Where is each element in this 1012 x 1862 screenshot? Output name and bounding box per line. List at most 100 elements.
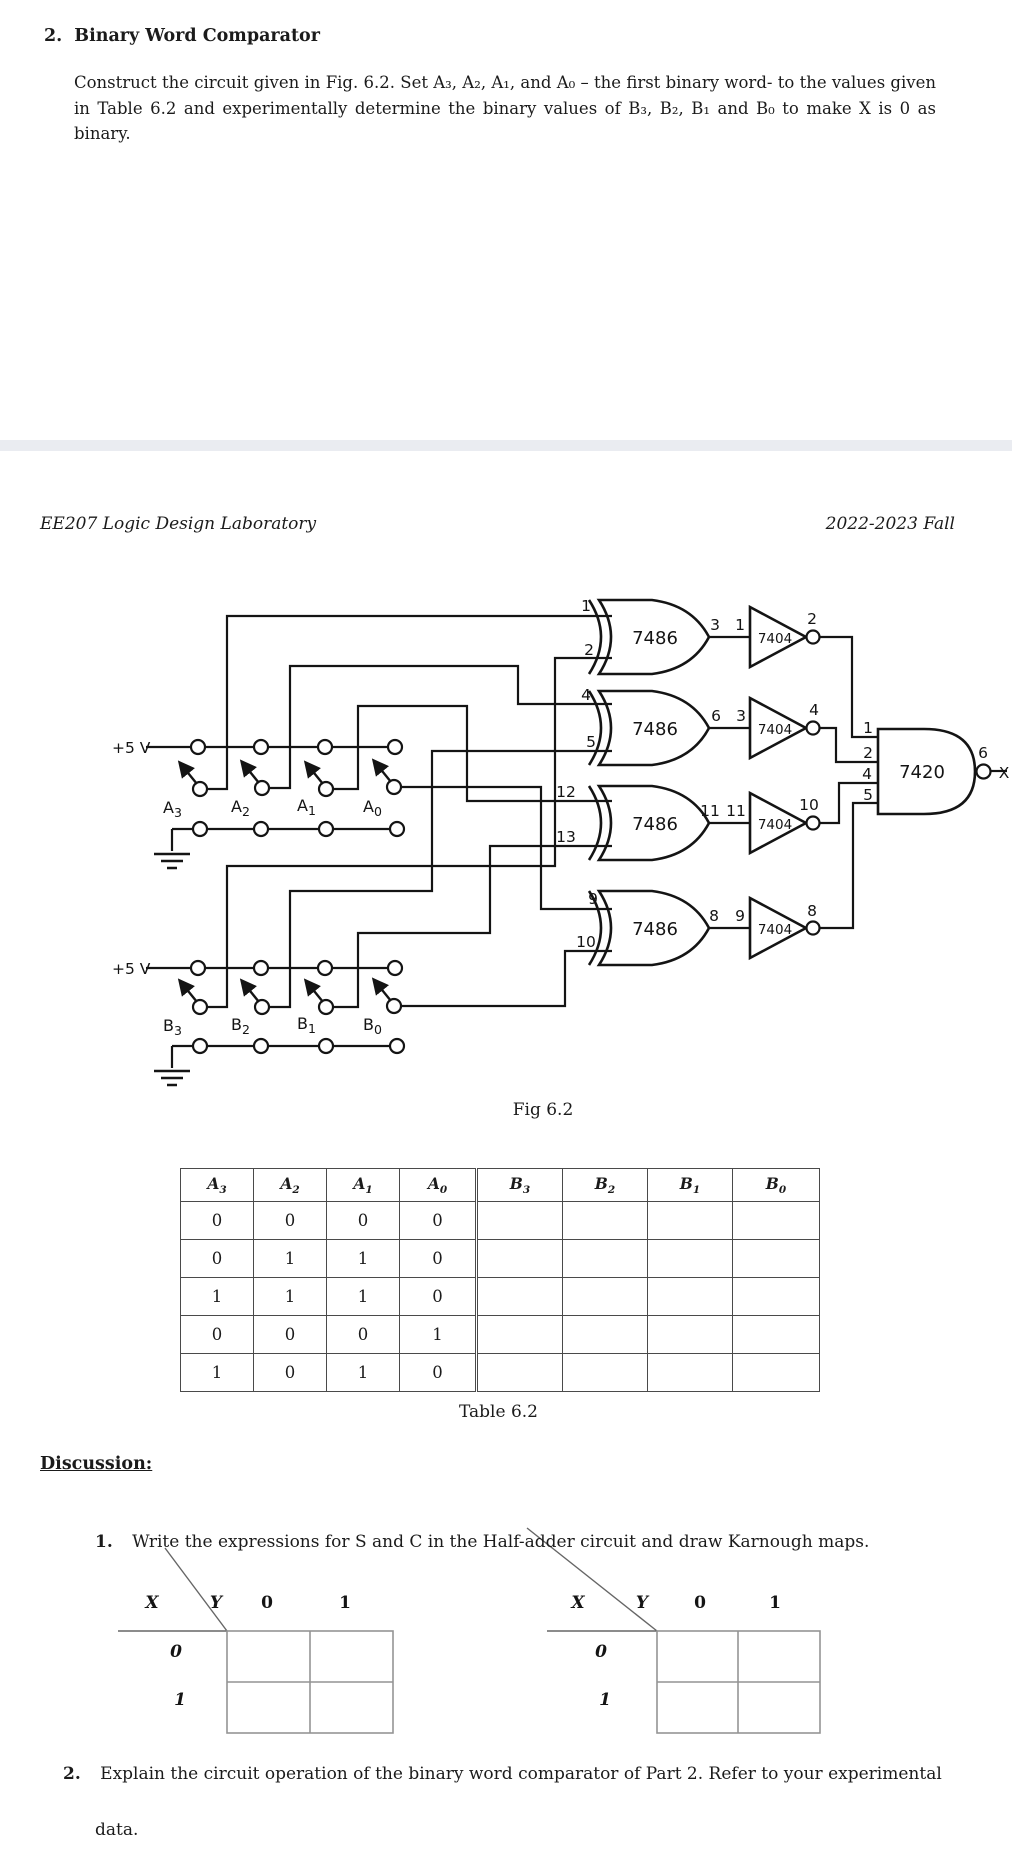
xor-gate-4: 7486 9 10 8 [576,889,719,967]
table-cell: 1 [399,1315,478,1354]
kmap-row-header: 1 [599,1690,611,1710]
pin-label: 3 [710,616,720,634]
kmap-row-var: X [570,1593,585,1613]
instruction-paragraph: Construct the circuit given in Fig. 6.2.… [74,73,936,143]
wire-b1 [333,844,612,1009]
ground-symbol-a [154,852,190,870]
switch-arms-a[interactable] [177,758,392,785]
switch-bank-b: +5 V B3 B2 B1 B0 [112,959,406,1087]
table-cell [647,1315,733,1354]
table-cell: 0 [253,1353,327,1392]
pin-label: 8 [807,902,817,920]
kmap-col-var: Y [210,1593,224,1613]
table-cell [732,1353,820,1392]
table-cell [476,1201,563,1240]
table-cell: 1 [180,1353,254,1392]
table-cell [732,1277,820,1316]
pin-label: 6 [978,744,988,762]
kmap-col-header: 0 [694,1593,706,1613]
chip-label: 7486 [632,719,678,740]
pin-label: 1 [863,719,873,737]
table-cell: 1 [326,1353,400,1392]
table-cell [476,1277,563,1316]
table-cell [562,1315,648,1354]
discussion-item-2: 2. Explain the circuit operation of the … [63,1764,942,1784]
table-cell [562,1353,648,1392]
table-cell: 1 [326,1277,400,1316]
pin-label: 10 [576,933,596,951]
chip-label: 7420 [899,762,945,783]
supply-label-b: +5 V [112,960,151,978]
pin-label: 4 [809,701,819,719]
item-text: Write the expressions for S and C in the… [132,1532,870,1552]
discussion-item-2-continued: data. [95,1820,139,1840]
table-cell [647,1277,733,1316]
nand-gate: 7420 1 2 4 5 6 X [862,719,1010,816]
col-header: A2 [253,1168,327,1202]
ground-rail-b [170,1044,390,1068]
course-title: EE207 Logic Design Laboratory [40,514,317,534]
col-header: A1 [326,1168,400,1202]
col-header: B2 [562,1168,648,1202]
discussion-heading: Discussion: [40,1454,153,1474]
table-cell: 0 [253,1201,327,1240]
switch-bank-a: +5 V A3 A2 A1 A0 [112,738,406,870]
running-header: EE207 Logic Design Laboratory 2022-2023 … [0,514,1012,540]
kmap-col-header: 1 [339,1593,351,1613]
pin-label: 10 [799,796,819,814]
wire-a2 [269,664,612,790]
rail-contacts-b [189,959,406,1055]
label-b1: B1 [297,1014,316,1036]
discussion-item-1: 1. Write the expressions for S and C in … [95,1532,869,1552]
wire-b0 [401,949,612,1008]
kmap-row-header: 0 [595,1642,607,1662]
item-number: 1. [95,1532,113,1552]
table-cell: 0 [399,1239,478,1278]
pin-label: 1 [581,597,591,615]
inverter-3: 7404 11 10 [726,790,821,856]
wire-a1 [333,704,612,803]
supply-label-a: +5 V [112,739,151,757]
table-cell: 0 [326,1201,400,1240]
section-heading: 2.Binary Word Comparator [44,26,320,46]
kmap-row-header: 0 [170,1642,182,1662]
label-a3: A3 [163,798,182,820]
table-cell [562,1239,648,1278]
table-caption: Table 6.2 [459,1402,538,1422]
item-text: Explain the circuit operation of the bin… [100,1764,942,1784]
wire-inv4-to-nand [820,801,878,930]
kmap-right: X Y 0 1 0 1 [526,1527,821,1734]
ground-symbol-b [154,1069,190,1087]
col-header: B0 [732,1168,820,1202]
section-title: Binary Word Comparator [74,26,320,46]
wire-b3 [207,656,612,1009]
switch-arms-b[interactable] [177,977,392,1003]
kmap-left: X Y 0 1 0 1 [118,1547,394,1734]
table-header-row: A3 A2 A1 A0 B3 B2 B1 B0 [180,1168,820,1202]
xor-gate-3: 7486 12 13 11 [556,783,720,862]
table-cell [732,1201,820,1240]
pin-label: 4 [581,686,591,704]
label-a0: A0 [363,797,382,819]
xor-to-inverter-wires [709,635,750,930]
page-divider [0,440,1012,451]
table-cell [647,1239,733,1278]
kmap-row-var: X [144,1593,159,1613]
xor-gate-2: 7486 4 5 6 [581,686,721,767]
chip-label: 7486 [632,814,678,835]
wire-inv3-to-nand [820,781,878,825]
pin-label: 4 [862,765,872,783]
label-b0: B0 [363,1015,382,1037]
item-number: 2. [63,1764,81,1784]
pin-label: 1 [735,616,745,634]
pin-label: 2 [807,610,817,628]
rail-contacts-a [189,738,406,838]
kmap-row-header: 1 [174,1690,186,1710]
kmap-col-header: 0 [261,1593,273,1613]
table-cell [732,1315,820,1354]
